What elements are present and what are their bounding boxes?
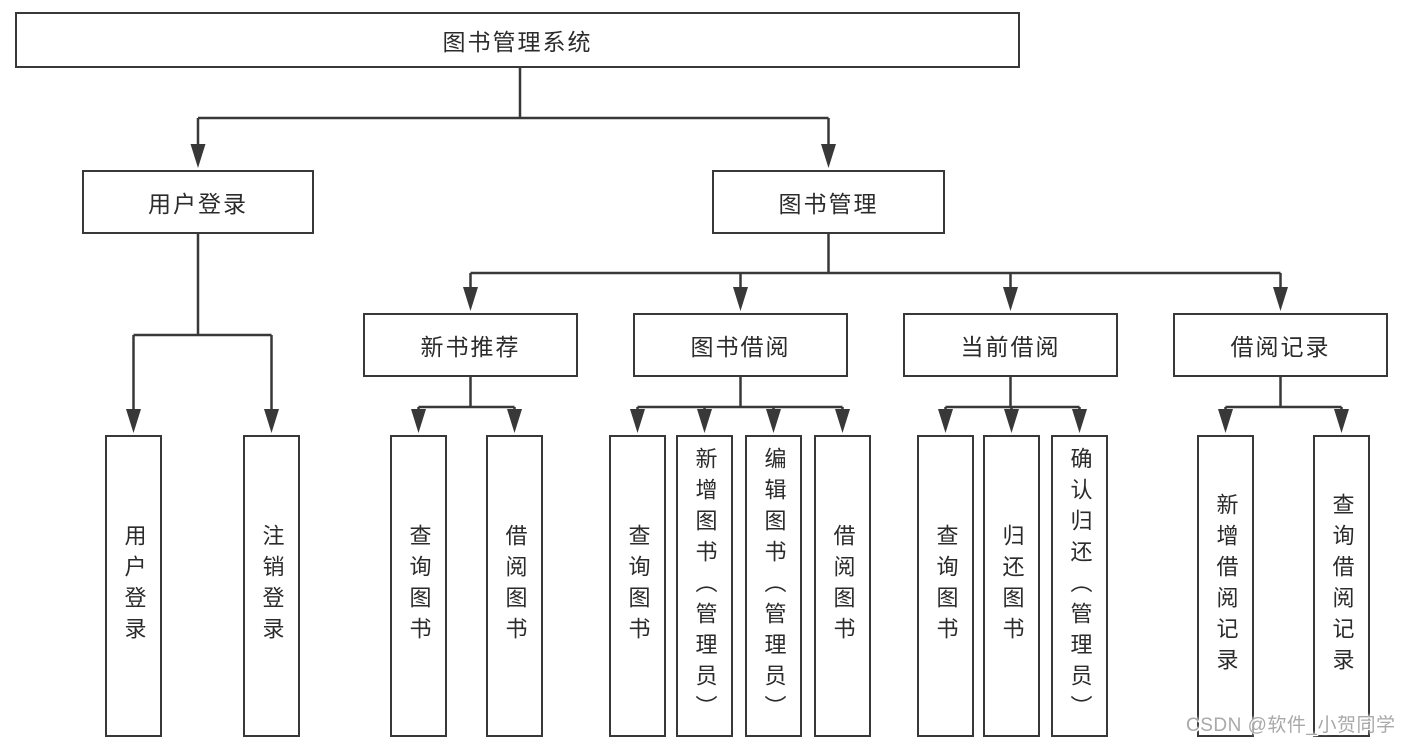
node-user-login: 用户登录 <box>82 170 314 234</box>
node-query-books-3: 查询图书 <box>917 435 974 737</box>
node-logout: 注销登录 <box>243 435 300 737</box>
node-current-borrowing: 当前借阅 <box>903 313 1118 377</box>
node-borrow-books-2: 借阅图书 <box>814 435 871 737</box>
csdn-watermark: CSDN @软件_小贺同学 <box>1186 715 1396 736</box>
node-new-book-recommendation: 新书推荐 <box>363 313 578 377</box>
node-query-books-2: 查询图书 <box>609 435 666 737</box>
node-query-books-1: 查询图书 <box>390 435 447 737</box>
node-book-borrowing: 图书借阅 <box>633 313 848 377</box>
node-library-management-system: 图书管理系统 <box>15 12 1020 68</box>
node-user-login-leaf: 用户登录 <box>105 435 162 737</box>
node-query-borrow-record: 查询借阅记录 <box>1313 435 1370 737</box>
node-borrowing-records: 借阅记录 <box>1173 313 1388 377</box>
node-edit-book-admin: 编辑图书（管理员） <box>745 435 802 737</box>
node-add-borrow-record: 新增借阅记录 <box>1197 435 1254 737</box>
node-return-books: 归还图书 <box>983 435 1040 737</box>
node-add-book-admin: 新增图书（管理员） <box>676 435 733 737</box>
node-confirm-return-admin: 确认归还（管理员） <box>1051 435 1108 737</box>
node-book-management: 图书管理 <box>712 170 945 234</box>
node-borrow-books-1: 借阅图书 <box>486 435 543 737</box>
